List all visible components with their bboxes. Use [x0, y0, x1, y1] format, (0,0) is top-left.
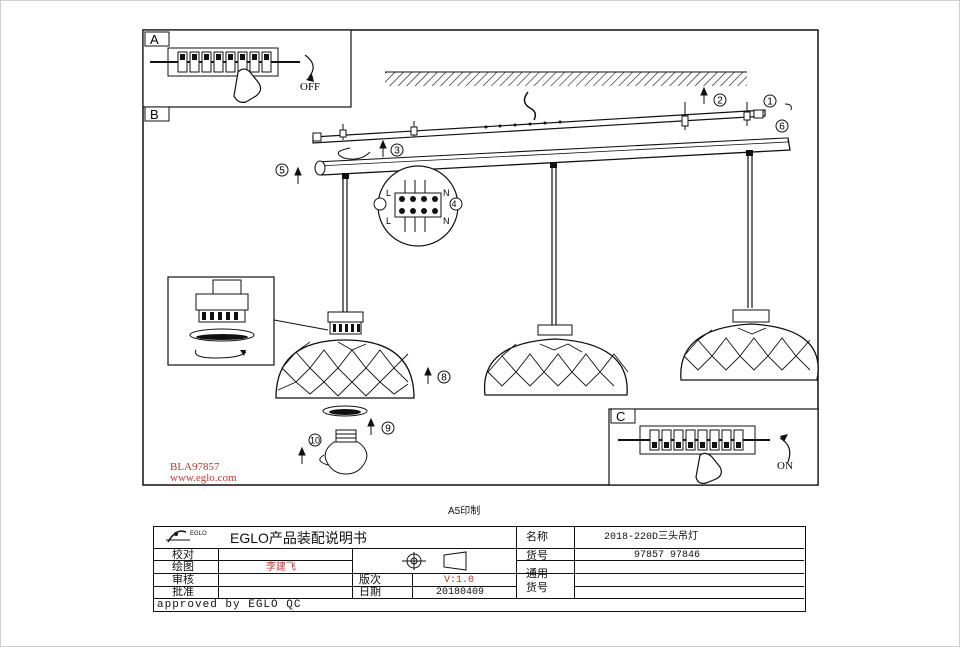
mounting-bracket: [312, 109, 766, 144]
title-block: EGLO EGLO产品装配说明书 校对 绘图 李建飞 审核 批准 版次 V:1.…: [153, 526, 806, 612]
breaker-switches-a: [150, 47, 300, 77]
rotate-arrow-icon: [304, 54, 314, 78]
screw-icon: [339, 102, 751, 140]
off-label: OFF: [300, 81, 320, 93]
terminal-n-top: N: [443, 188, 450, 198]
approve-label: 批准: [172, 586, 194, 598]
website-url: www.eglo.com: [170, 472, 237, 484]
step-9: 9: [385, 424, 391, 435]
on-label: ON: [777, 460, 793, 472]
shade-ring: [322, 405, 368, 417]
version-value: V:1.0: [444, 575, 475, 586]
cable-icon: [523, 91, 537, 121]
item-value: 97857 97846: [634, 550, 701, 561]
step-2: 2: [717, 96, 723, 107]
approved-by: approved by EGLO QC: [157, 599, 302, 611]
step-1: 1: [767, 97, 773, 108]
assembly-diagram: A OFF B: [142, 29, 819, 486]
document-title: EGLO产品装配说明书: [230, 530, 367, 546]
pendant-cords: [342, 156, 753, 325]
panel-c-letter: C: [616, 409, 625, 424]
step-6: 6: [779, 122, 785, 133]
bulb-icon: [319, 429, 368, 475]
name-value: 2018-220D三头吊灯: [604, 532, 699, 543]
panel-b-letter: B: [150, 107, 159, 122]
canopy-bar: [314, 137, 791, 179]
drawing-value: 李建飞: [266, 562, 296, 573]
date-label: 日期: [359, 586, 381, 598]
lamp-shade-center: [483, 324, 629, 396]
model-code: BLA97857: [170, 461, 220, 473]
hand-icon: [233, 68, 262, 103]
projection-symbol: [386, 551, 476, 571]
lamp-shade-right: [680, 309, 819, 381]
step-10: 10: [310, 436, 320, 446]
terminal-block: 4: [373, 165, 463, 247]
lamp-shade-left: [275, 311, 415, 399]
check-label: 校对: [172, 549, 194, 561]
step-4-right: 4: [451, 199, 456, 209]
version-label: 版次: [359, 574, 381, 586]
lamp-holder-detail: [167, 276, 329, 366]
ceiling: [385, 72, 747, 86]
date-value: 20180409: [436, 587, 485, 598]
logo-mark-icon: [166, 530, 190, 543]
diagram-border: [142, 29, 819, 486]
panel-b-tag: [144, 106, 170, 122]
panel-a: A OFF: [142, 29, 352, 108]
panel-a-letter: A: [150, 32, 159, 47]
review-label: 审核: [172, 574, 194, 586]
general-label-1: 通用: [526, 568, 548, 580]
terminal-l-top: L: [386, 188, 391, 198]
step-3: 3: [394, 146, 400, 157]
step-8: 8: [441, 373, 447, 384]
panel-c: C ON: [608, 408, 819, 486]
eglo-logo: EGLO: [162, 528, 218, 548]
drawing-label: 绘图: [172, 561, 194, 573]
step-5: 5: [279, 166, 285, 177]
projection-icon: [402, 551, 467, 571]
logo-text: EGLO: [190, 531, 207, 537]
terminal-n-bottom: N: [443, 216, 450, 226]
print-size: A5印制: [448, 506, 481, 517]
item-label: 货号: [526, 550, 548, 562]
general-label-2: 货号: [526, 582, 548, 594]
terminal-l-bottom: L: [386, 216, 391, 226]
name-label: 名称: [526, 531, 548, 543]
